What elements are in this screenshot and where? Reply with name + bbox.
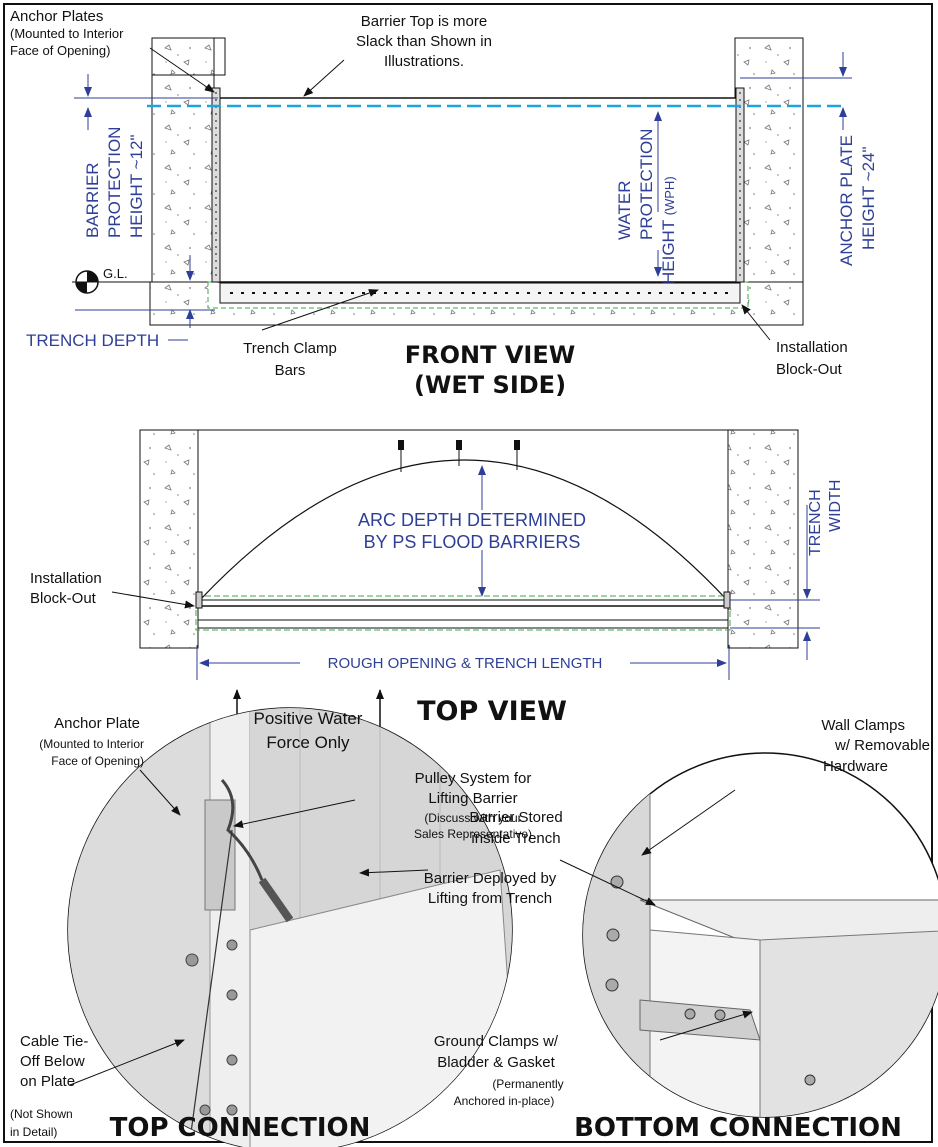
barrier-protection-2: PROTECTION [105,127,124,238]
pulley-note-2: Sales Representative) [414,827,532,841]
pulley-label-2: Lifting Barrier [428,790,517,807]
bottom-connection-title: BOTTOM CONNECTION [574,1113,902,1143]
top-connection-title: TOP CONNECTION [110,1113,371,1143]
anchor-plates-note-2: Face of Opening) [10,43,110,58]
top-block-out-2: Block-Out [30,590,97,607]
barrier-top-note-3: Illustrations. [384,53,464,70]
water-protection-1: WATER [615,181,634,241]
wall-clamps-1: Wall Clamps [821,717,905,734]
water-protection-2: PROTECTION [637,129,656,240]
ground-note-2: Anchored in-place) [454,1094,555,1108]
front-block-out-2: Block-Out [776,361,843,378]
ground-level-icon [72,270,150,294]
barrier-top-note-2: Slack than Shown in [356,33,492,50]
trench-width-1: TRENCH [807,489,824,556]
arc-depth-2: BY PS FLOOD BARRIERS [364,532,581,552]
anchor-plates-label: Anchor Plates [10,8,103,25]
cable-tie-1: Cable Tie- [20,1033,88,1050]
cable-tie-3: on Plate [20,1073,75,1090]
rough-opening-label: ROUGH OPENING & TRENCH LENGTH [328,655,603,672]
ground-note-1: (Permanently [492,1077,563,1091]
cable-tie-2: Off Below [20,1053,85,1070]
barrier-stored-1: Barrier Stored [469,809,562,826]
front-block-out-1: Installation [776,339,848,356]
cable-note-1: (Not Shown [10,1107,73,1121]
pulley-note-1: (Discuss with your [424,811,521,825]
positive-water-2: Force Only [266,733,350,752]
ground-level-label: G.L. [103,266,128,281]
trench [219,282,741,304]
anchor-plate-height-2: HEIGHT ~24" [859,146,878,250]
pulley-label-1: Pulley System for [415,770,532,787]
positive-water-1: Positive Water [254,709,363,728]
barrier-stored-2: inside Trench [471,830,560,847]
barrier-top-note-1: Barrier Top is more [361,13,487,30]
trench-clamp-label-2: Bars [275,362,306,379]
svg-text:HEIGHT (WPH): HEIGHT (WPH) [659,176,678,284]
front-view-title: FRONT VIEW [405,341,575,369]
trench-depth-label: TRENCH DEPTH [26,331,159,350]
cable-note-2: in Detail) [10,1125,57,1139]
wall-clamps-2: w/ Removable [834,737,930,754]
ground-clamps-1: Ground Clamps w/ [434,1033,559,1050]
arc-depth-1: ARC DEPTH DETERMINED [358,510,586,530]
wall-clamps-3: Hardware [823,758,888,775]
anchor-plate-label: Anchor Plate [54,715,140,732]
drawing-frame [3,3,933,1143]
anchor-plates-note-1: (Mounted to Interior [10,26,124,41]
barrier-deployed-2: Lifting from Trench [428,890,552,907]
anchor-plate-note-1: (Mounted to Interior [39,737,144,751]
lifting-hooks-icon [398,440,520,472]
top-view-title: TOP VIEW [417,696,567,727]
right-wall [734,37,804,283]
top-view [111,429,820,745]
anchor-plate-note-2: Face of Opening) [51,754,144,768]
barrier-protection-3: HEIGHT ~12" [127,134,146,238]
front-view [72,37,852,341]
front-view-subtitle: (WET SIDE) [414,371,566,399]
barrier-arc [199,459,728,601]
wph-abbrev: (WPH) [662,176,677,215]
top-block-out-1: Installation [30,570,102,587]
anchor-plate-height-1: ANCHOR PLATE [837,135,856,266]
water-protection-3: HEIGHT [659,220,678,284]
barrier-protection-1: BARRIER [83,162,102,238]
trench-width-2: WIDTH [827,480,844,532]
bottom-connection-detail [559,752,938,1118]
trench-clamp-label-1: Trench Clamp [243,340,337,357]
barrier-deployed-1: Barrier Deployed by [424,870,557,887]
ground-clamps-2: Bladder & Gasket [437,1054,555,1071]
